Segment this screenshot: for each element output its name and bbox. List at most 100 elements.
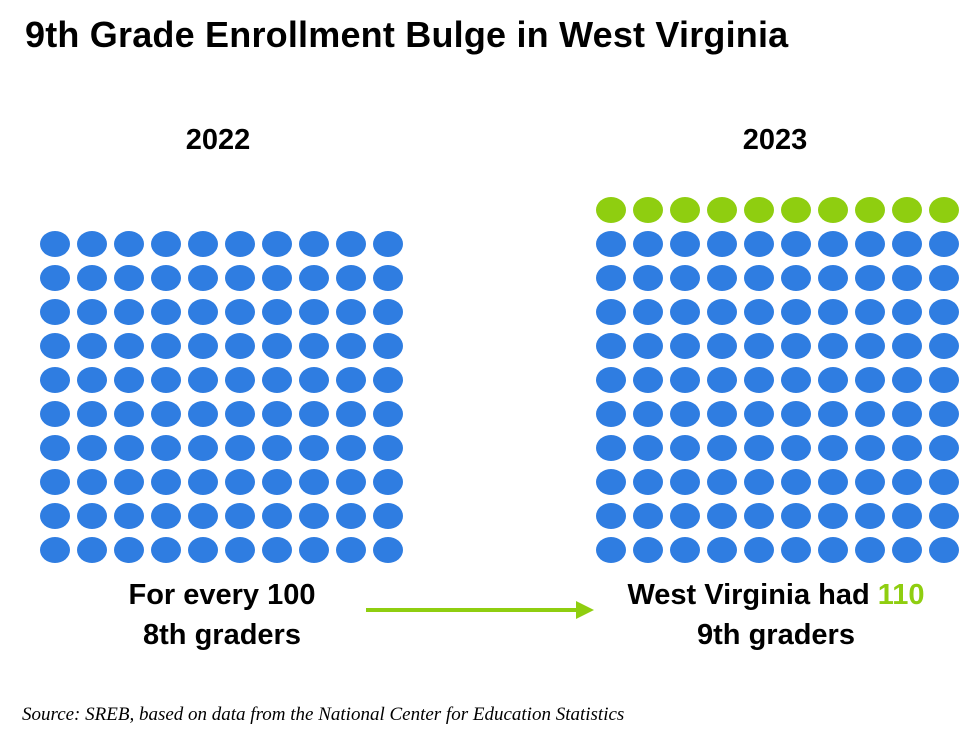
student-dot-2022-base xyxy=(299,435,329,461)
student-dot-2023-base xyxy=(781,265,811,291)
student-dot-2023-base xyxy=(855,503,885,529)
student-dot-2023-base xyxy=(929,401,959,427)
student-dot-2023-additional xyxy=(633,197,663,223)
student-dot-2023-base xyxy=(633,231,663,257)
student-dot-2022-base xyxy=(188,401,218,427)
student-dot-2023-base xyxy=(633,333,663,359)
student-dot-2023-additional xyxy=(892,197,922,223)
student-dot-2023-base xyxy=(633,401,663,427)
student-dot-2022-base xyxy=(299,299,329,325)
student-dot-2023-base xyxy=(855,231,885,257)
student-dot-2023-base xyxy=(818,537,848,563)
student-dot-2023-base xyxy=(596,265,626,291)
student-dot-2022-base xyxy=(373,503,403,529)
student-dot-2023-base xyxy=(855,537,885,563)
student-dot-2022-base xyxy=(336,401,366,427)
student-dot-2022-base xyxy=(114,265,144,291)
student-dot-2022-base xyxy=(373,333,403,359)
student-dot-2023-base xyxy=(744,469,774,495)
student-dot-2023-base xyxy=(929,333,959,359)
student-dot-2022-base xyxy=(40,401,70,427)
student-dot-2022-base xyxy=(77,503,107,529)
student-dot-2022-base xyxy=(114,469,144,495)
student-dot-2022-base xyxy=(299,367,329,393)
student-dot-2022-base xyxy=(40,435,70,461)
student-dot-2022-base xyxy=(336,435,366,461)
student-dot-2022-base xyxy=(114,435,144,461)
student-dot-2022-base xyxy=(77,231,107,257)
student-dot-2022-base xyxy=(151,503,181,529)
student-dot-2023-base xyxy=(892,401,922,427)
student-dot-2023-base xyxy=(744,367,774,393)
student-dot-2023-base xyxy=(929,265,959,291)
student-dot-2022-base xyxy=(77,367,107,393)
student-dot-2023-base xyxy=(781,401,811,427)
student-dot-2022-base xyxy=(225,265,255,291)
student-dot-2023-base xyxy=(818,231,848,257)
student-dot-2023-base xyxy=(670,265,700,291)
student-dot-2022-base xyxy=(151,401,181,427)
student-dot-2022-base xyxy=(373,231,403,257)
student-dot-2023-base xyxy=(596,435,626,461)
student-dot-2023-base xyxy=(670,231,700,257)
student-dot-2022-base xyxy=(373,401,403,427)
student-dot-2022-base xyxy=(225,503,255,529)
student-dot-2023-base xyxy=(744,401,774,427)
student-dot-2022-base xyxy=(40,469,70,495)
caption-2023: West Virginia had 110 9th graders xyxy=(576,575,976,655)
student-dot-2022-base xyxy=(225,401,255,427)
student-dot-2022-base xyxy=(40,265,70,291)
student-dot-2022-base xyxy=(299,231,329,257)
student-dot-2023-base xyxy=(744,265,774,291)
student-dot-2022-base xyxy=(299,401,329,427)
student-dot-2023-base xyxy=(929,435,959,461)
caption-2023-line2: 9th graders xyxy=(697,619,855,651)
student-dot-2022-base xyxy=(262,367,292,393)
student-dot-2022-base xyxy=(225,435,255,461)
student-dot-2022-base xyxy=(151,537,181,563)
student-dot-2023-base xyxy=(596,299,626,325)
caption-2023-prefix: West Virginia had xyxy=(627,579,878,611)
student-dot-2022-base xyxy=(262,435,292,461)
student-dot-2023-base xyxy=(707,435,737,461)
student-dot-2023-base xyxy=(707,299,737,325)
student-dot-2022-base xyxy=(114,231,144,257)
student-dot-2023-base xyxy=(707,537,737,563)
student-dot-2023-base xyxy=(818,503,848,529)
student-dot-2023-base xyxy=(781,469,811,495)
year-label-2023: 2023 xyxy=(742,124,808,156)
student-dot-2023-base xyxy=(670,333,700,359)
student-dot-2022-base xyxy=(151,231,181,257)
student-dot-2022-base xyxy=(188,435,218,461)
caption-2022-line1: For every 100 xyxy=(128,579,316,611)
student-dot-2022-base xyxy=(262,503,292,529)
caption-2023-line1: West Virginia had 110 xyxy=(576,575,976,615)
student-dot-2022-base xyxy=(188,537,218,563)
student-dot-2022-base xyxy=(299,469,329,495)
student-dot-2023-base xyxy=(929,503,959,529)
student-dot-2022-base xyxy=(336,333,366,359)
student-dot-2022-base xyxy=(151,299,181,325)
student-dot-2023-base xyxy=(633,435,663,461)
student-dot-2022-base xyxy=(40,299,70,325)
student-dot-2022-base xyxy=(262,333,292,359)
student-dot-2022-base xyxy=(40,537,70,563)
student-dot-2022-base xyxy=(40,503,70,529)
student-dot-2022-base xyxy=(225,367,255,393)
student-dot-2023-base xyxy=(596,469,626,495)
student-dot-2023-base xyxy=(855,367,885,393)
student-dot-2023-additional xyxy=(855,197,885,223)
student-dot-2022-base xyxy=(114,367,144,393)
student-dot-2022-base xyxy=(225,231,255,257)
student-dot-2023-base xyxy=(892,435,922,461)
student-dot-2022-base xyxy=(373,299,403,325)
student-dot-2022-base xyxy=(40,333,70,359)
student-dot-2022-base xyxy=(188,469,218,495)
student-dot-2023-base xyxy=(781,367,811,393)
student-dot-2023-base xyxy=(892,231,922,257)
student-dot-2023-base xyxy=(596,367,626,393)
student-dot-2023-base xyxy=(929,367,959,393)
student-dot-2022-base xyxy=(336,299,366,325)
student-dot-2023-base xyxy=(818,469,848,495)
student-dot-2022-base xyxy=(225,469,255,495)
